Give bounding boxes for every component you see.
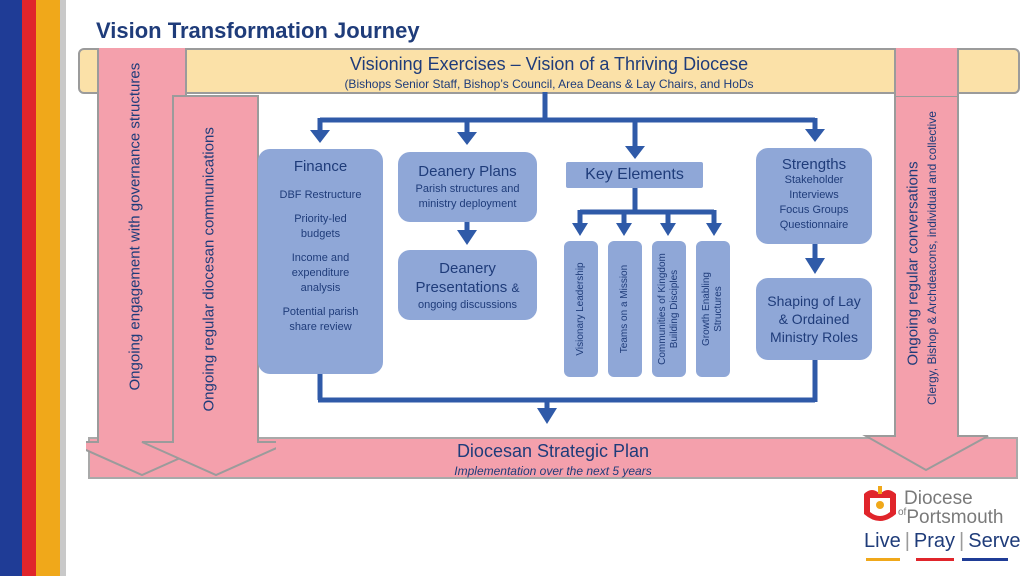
page-title: Vision Transformation Journey bbox=[96, 18, 420, 43]
strengths-heading: Strengths bbox=[781, 156, 847, 173]
key-elements-heading: Key Elements bbox=[585, 166, 684, 183]
deanery-plans-heading: Deanery Plans bbox=[418, 163, 517, 180]
tagline-serve: Serve bbox=[968, 530, 1021, 552]
deanery-plans-box: Deanery Plans Parish structures and mini… bbox=[398, 152, 537, 222]
strengths-item: Questionnaire bbox=[779, 219, 849, 231]
stripe-red bbox=[22, 0, 36, 576]
deanery-presentations-text: ongoing discussions bbox=[417, 299, 518, 311]
deanery-presentations-heading-1: Deanery bbox=[439, 260, 496, 277]
diocese-crest-icon bbox=[864, 486, 896, 521]
deanery-presentations-box: Deanery Presentations & ongoing discussi… bbox=[398, 250, 537, 320]
strategic-plan-title: Diocesan Strategic Plan bbox=[456, 441, 650, 461]
tagline-bar-red bbox=[916, 558, 954, 561]
visioning-band: Visioning Exercises – Vision of a Thrivi… bbox=[78, 48, 1020, 94]
finance-item: DBF Restructure bbox=[279, 189, 362, 201]
deanery-plans-text: Parish structures and ministry deploymen… bbox=[415, 183, 520, 210]
tagline-bar-blue bbox=[962, 558, 1008, 561]
stripe-blue bbox=[0, 0, 22, 576]
communications-label: Ongoing regular diocesan communications bbox=[200, 127, 218, 412]
logo-portsmouth: ofPortsmouth bbox=[898, 507, 1004, 528]
key-elements-box: Key Elements bbox=[566, 162, 703, 188]
deanery-presentations-amp: & bbox=[511, 281, 520, 295]
pillar-visionary-leadership: Visionary Leadership bbox=[564, 241, 598, 377]
tagline-live: Live bbox=[864, 530, 901, 552]
shaping-roles-box: Shaping of Lay & Ordained Ministry Roles bbox=[756, 278, 872, 360]
deanery-presentations-heading-2: Presentations bbox=[415, 279, 508, 296]
strengths-item: Stakeholder bbox=[784, 174, 844, 186]
stripe-orange bbox=[36, 0, 60, 576]
strengths-item: Interviews bbox=[789, 189, 839, 201]
strategic-plan-subtitle: Implementation over the next 5 years bbox=[454, 464, 652, 478]
conversations-label: Ongoing regular conversations bbox=[904, 161, 922, 366]
tagline-bar-orange bbox=[866, 558, 900, 561]
finance-box: Finance DBF Restructure Priority-led bud… bbox=[258, 149, 383, 374]
shaping-line: & Ordained bbox=[778, 311, 850, 327]
shaping-line: Shaping of Lay bbox=[767, 293, 861, 309]
pillar-label: Communities of Kingdom Building Disciple… bbox=[657, 253, 680, 365]
pillar-label: Growth Enabling Structures bbox=[701, 272, 724, 346]
logo-diocese: Diocese bbox=[904, 488, 973, 509]
visioning-title: Visioning Exercises – Vision of a Thrivi… bbox=[349, 54, 749, 74]
visioning-subtitle: (Bishops Senior Staff, Bishop’s Council,… bbox=[344, 77, 754, 91]
pillar-label: Teams on a Mission bbox=[619, 264, 630, 354]
finance-item: Priority-led budgets bbox=[294, 213, 347, 240]
pillar-growth-enabling: Growth Enabling Structures bbox=[696, 241, 730, 377]
tagline-pray: Pray bbox=[913, 530, 956, 552]
stripe-gray bbox=[60, 0, 66, 576]
pillar-label: Visionary Leadership bbox=[575, 262, 586, 356]
tagline: Live|Pray|Serve bbox=[864, 530, 1021, 552]
finance-heading: Finance bbox=[293, 158, 348, 175]
strengths-box: Strengths Stakeholder Interviews Focus G… bbox=[756, 148, 872, 244]
strengths-item: Focus Groups bbox=[779, 204, 849, 216]
conversations-sublabel: Clergy, Bishop & Archdeacons, individual… bbox=[925, 111, 939, 405]
finance-item: Income and expenditure analysis bbox=[291, 252, 350, 294]
pillar-communities: Communities of Kingdom Building Disciple… bbox=[652, 241, 686, 377]
finance-item: Potential parish share review bbox=[282, 306, 359, 333]
governance-label: Ongoing engagement with governance struc… bbox=[126, 62, 144, 391]
shaping-line: Ministry Roles bbox=[770, 329, 858, 345]
pillar-teams-on-a-mission: Teams on a Mission bbox=[608, 241, 642, 377]
strategic-plan-band: Diocesan Strategic Plan Implementation o… bbox=[88, 437, 1018, 479]
